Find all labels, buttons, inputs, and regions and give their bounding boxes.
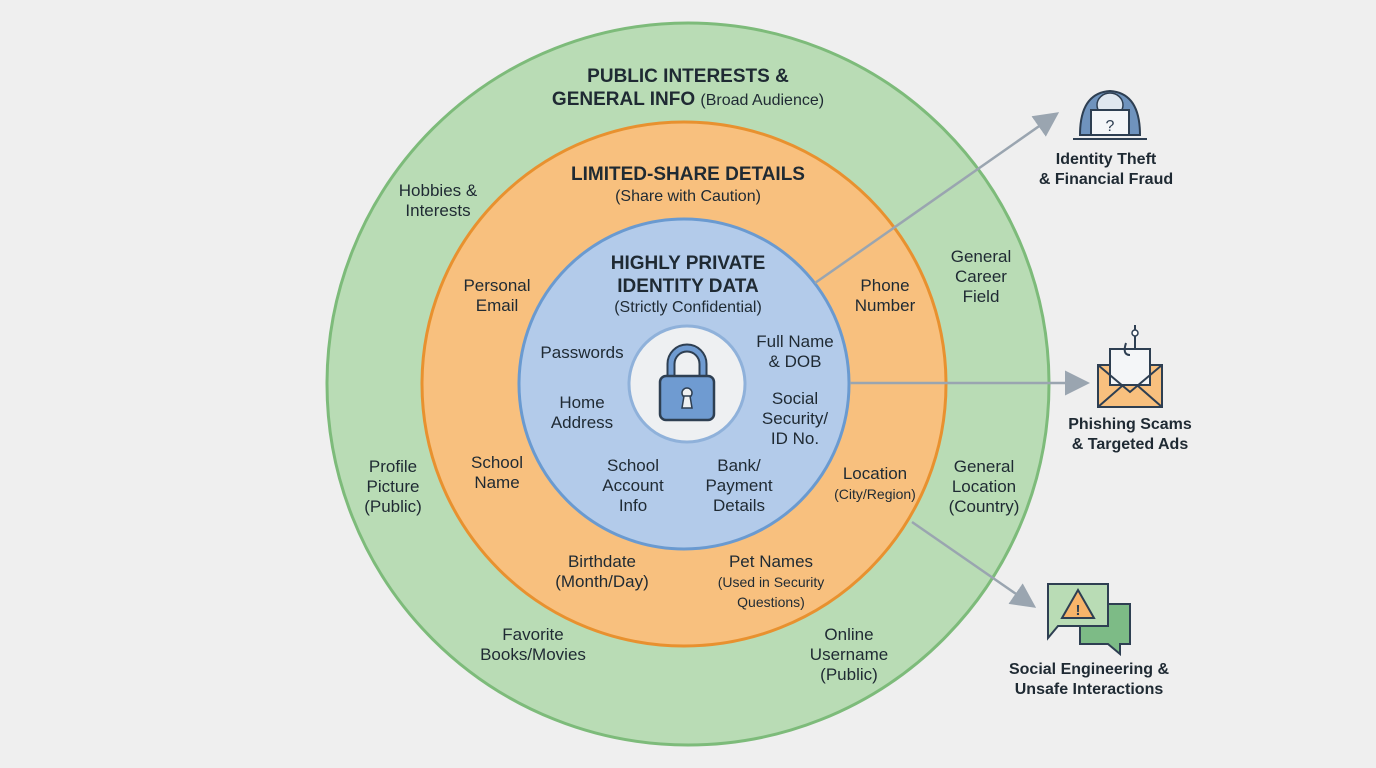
padlock-icon xyxy=(658,343,716,422)
outer-title: PUBLIC INTERESTS &GENERAL INFO (Broad Au… xyxy=(551,66,825,110)
middle-subtitle: (Share with Caution) xyxy=(615,188,761,205)
middle-title: LIMITED-SHARE DETAILS xyxy=(571,164,805,185)
svg-text:?: ? xyxy=(1106,118,1115,135)
item-passwords: Passwords xyxy=(540,343,624,362)
inner-subtitle: (Strictly Confidential) xyxy=(614,299,762,316)
phishing-envelope-hook-icon xyxy=(1097,325,1163,408)
risk-phishing: Phishing Scams& Targeted Ads xyxy=(1068,416,1192,453)
svg-text:!: ! xyxy=(1076,602,1081,619)
item-full-name-dob: Full Name& DOB xyxy=(756,332,834,371)
risk-identity-theft: Identity Theft& Financial Fraud xyxy=(1038,151,1174,188)
arrow-social-engineering xyxy=(911,520,1037,608)
item-birthdate: Birthdate(Month/Day) xyxy=(555,552,649,591)
item-hobbies: Hobbies &Interests xyxy=(398,181,478,220)
warning-chat-bubbles-icon: ! xyxy=(1047,583,1131,657)
hooded-hacker-laptop-icon: ? xyxy=(1073,89,1147,140)
item-location-city: Location(City/Region) xyxy=(834,464,916,502)
arrow-identity-theft xyxy=(814,112,1060,285)
risk-social-engineering: Social Engineering &Unsafe Interactions xyxy=(1008,661,1170,698)
